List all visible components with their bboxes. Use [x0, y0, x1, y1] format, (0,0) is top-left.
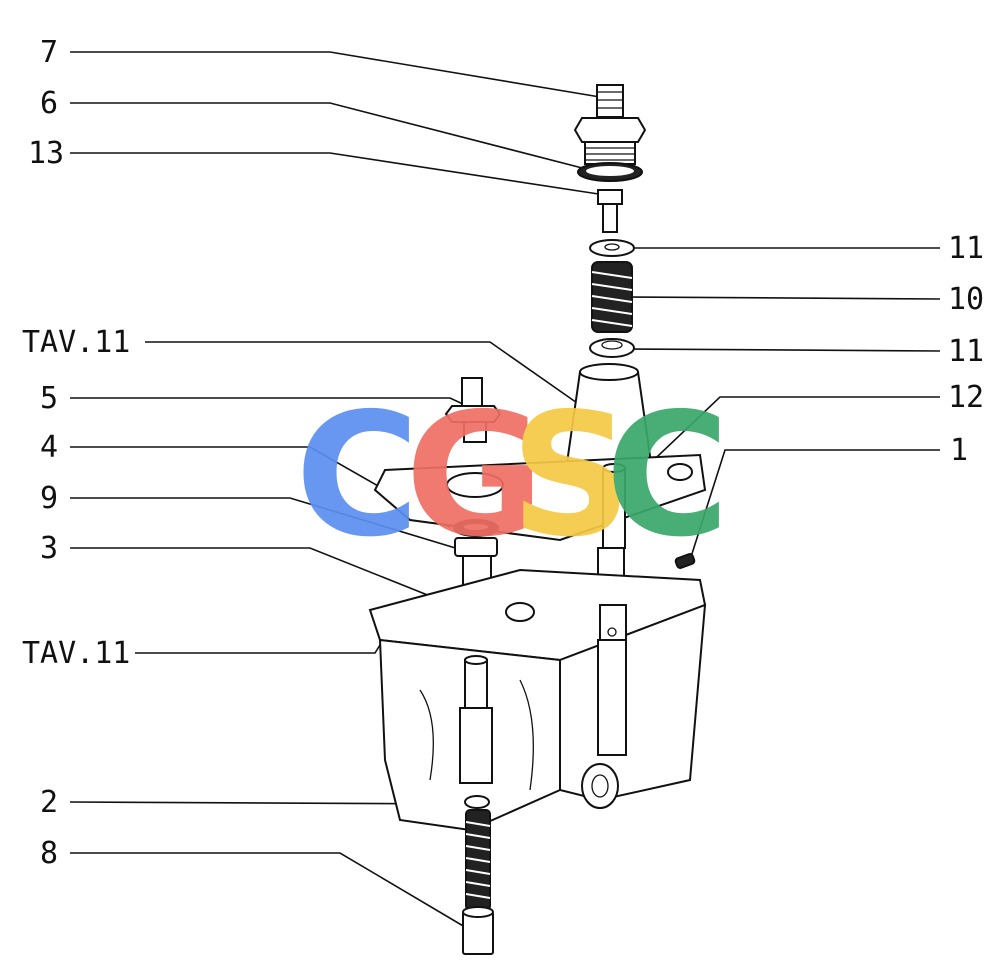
- leader-tav-lower: [135, 644, 381, 654]
- leader-6: [70, 102, 591, 171]
- fitting-5: [444, 377, 502, 443]
- ring-2: [464, 795, 490, 809]
- watermark-letter-s: S: [510, 377, 632, 575]
- label-7: 7: [40, 35, 58, 70]
- label-11-top: 11: [948, 231, 984, 266]
- leader-9: [70, 497, 463, 551]
- leader-11-bottom: [631, 348, 941, 352]
- leader-1: [689, 449, 940, 561]
- fitting-7: [573, 84, 647, 165]
- label-2: 2: [40, 785, 58, 820]
- callout-labels: 7 6 13 11 10 11 TAV.11 12 5 1 4 9 3 TAV.…: [22, 35, 984, 871]
- label-4: 4: [40, 430, 58, 465]
- spindle-12: [597, 463, 626, 589]
- leader-3: [70, 547, 466, 611]
- label-12: 12: [948, 380, 984, 415]
- watermark-letter-c2: C: [605, 377, 730, 575]
- watermark-letter-c1: C: [295, 377, 420, 575]
- washer-11-top: [589, 239, 635, 257]
- leader-10: [629, 296, 941, 300]
- leader-7: [70, 51, 601, 98]
- spring-10: [591, 261, 633, 333]
- label-13: 13: [28, 136, 64, 171]
- label-10: 10: [948, 282, 984, 317]
- label-9: 9: [40, 481, 58, 516]
- label-6: 6: [40, 86, 58, 121]
- part-drawings: [368, 84, 707, 955]
- spring-8: [462, 809, 494, 955]
- label-tav-upper: TAV.11: [22, 325, 130, 360]
- watermark: C G S C: [295, 377, 730, 575]
- washer-11-bottom: [589, 338, 635, 358]
- label-3: 3: [40, 531, 58, 566]
- label-8: 8: [40, 836, 58, 871]
- label-tav-lower: TAV.11: [22, 636, 130, 671]
- leader-8: [70, 852, 471, 931]
- leader-lines: [69, 51, 941, 931]
- label-11-bottom: 11: [948, 334, 984, 369]
- leader-13: [70, 152, 606, 196]
- right-plunger: [597, 604, 627, 756]
- leader-tav-upper: [145, 341, 581, 406]
- bolt-13: [597, 189, 623, 233]
- left-plunger: [459, 655, 493, 784]
- leader-5: [70, 397, 466, 406]
- label-5: 5: [40, 381, 58, 416]
- watermark-letter-g: G: [405, 377, 545, 575]
- label-1: 1: [950, 433, 968, 468]
- pin-1: [674, 553, 696, 569]
- valve-body: [368, 568, 707, 832]
